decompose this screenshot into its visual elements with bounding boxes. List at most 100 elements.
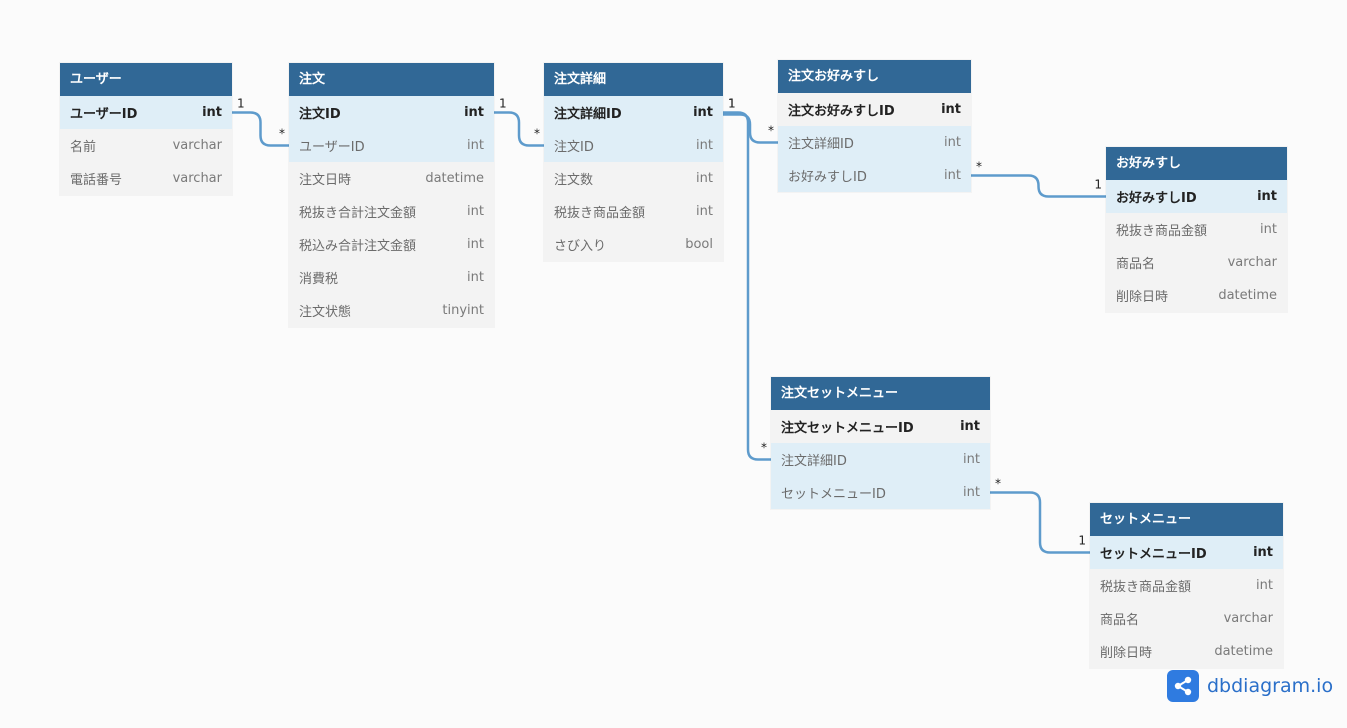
table-field[interactable]: 注文ID int — [544, 129, 723, 162]
field-name: ユーザーID — [299, 140, 365, 155]
field-name: お好みすしID — [788, 170, 867, 185]
field-type: int — [202, 105, 222, 120]
field-name: 注文数 — [554, 173, 594, 188]
field-type: int — [467, 204, 484, 219]
table-field[interactable]: さび入り bool — [544, 228, 723, 261]
table-field[interactable]: 名前 varchar — [60, 129, 232, 162]
table-header[interactable]: 注文詳細 — [544, 63, 723, 96]
relationship-line[interactable] — [232, 111, 289, 147]
field-type: bool — [685, 237, 713, 252]
table-okonomi[interactable]: お好みすしお好みすしID int 税抜き商品金額 int 商品名 varchar 削除日時 d… — [1106, 147, 1287, 312]
field-name: 注文お好みすしID — [788, 104, 895, 119]
table-field[interactable]: 削除日時 datetime — [1090, 635, 1283, 668]
field-name: 注文ID — [554, 140, 594, 155]
field-name: ユーザーID — [70, 107, 138, 122]
table-header[interactable]: セットメニュー — [1090, 503, 1283, 536]
table-field[interactable]: 注文詳細ID int — [544, 96, 723, 129]
table-field[interactable]: 削除日時 datetime — [1106, 279, 1287, 312]
field-name: 税抜き商品金額 — [554, 206, 646, 221]
table-header[interactable]: 注文セットメニュー — [771, 377, 990, 410]
field-name: 削除日時 — [1116, 290, 1169, 305]
table-field[interactable]: 注文数 int — [544, 162, 723, 195]
relationship-line[interactable] — [723, 113, 778, 144]
field-type: varchar — [1227, 255, 1277, 270]
field-type: varchar — [1223, 611, 1273, 626]
table-field[interactable]: ユーザーID int — [289, 129, 494, 162]
table-field[interactable]: 注文状態 tinyint — [289, 294, 494, 327]
field-type: datetime — [425, 171, 484, 186]
field-name: さび入り — [554, 239, 607, 254]
table-field[interactable]: 税抜き合計注文金額 int — [289, 195, 494, 228]
field-name: 削除日時 — [1100, 646, 1153, 661]
field-name: 税抜き合計注文金額 — [299, 206, 417, 221]
field-name: 注文詳細ID — [554, 107, 622, 122]
field-name: 注文詳細ID — [781, 454, 847, 469]
table-field[interactable]: 商品名 varchar — [1106, 246, 1287, 279]
table-order_details[interactable]: 注文詳細注文詳細ID int 注文ID int 注文数 int 税抜き商品金額 int さび入り… — [544, 63, 723, 261]
field-type: int — [467, 237, 484, 252]
field-name: 名前 — [70, 140, 97, 155]
field-name: 商品名 — [1116, 257, 1156, 272]
field-name: 注文ID — [299, 107, 341, 122]
cardinality-label: 1 — [728, 97, 736, 111]
cardinality-label: 1 — [1078, 534, 1086, 548]
cardinality-label: * — [279, 127, 285, 141]
field-type: int — [1260, 222, 1277, 237]
field-name: お好みすしID — [1116, 191, 1197, 206]
table-field[interactable]: 税抜き商品金額 int — [1106, 213, 1287, 246]
field-type: int — [696, 204, 713, 219]
field-name: 税込み合計注文金額 — [299, 239, 417, 254]
dbdiagram-logo[interactable]: dbdiagram.io — [1167, 669, 1333, 703]
table-field[interactable]: お好みすしID int — [1106, 180, 1287, 213]
relationship-line[interactable] — [971, 174, 1106, 198]
field-type: int — [1253, 545, 1273, 560]
cardinality-label: * — [761, 441, 767, 455]
field-type: datetime — [1218, 288, 1277, 303]
table-field[interactable]: 税抜き商品金額 int — [544, 195, 723, 228]
field-name: 税抜き商品金額 — [1116, 224, 1208, 239]
field-type: tinyint — [442, 303, 484, 318]
table-header[interactable]: お好みすし — [1106, 147, 1287, 180]
field-type: int — [696, 138, 713, 153]
table-header[interactable]: 注文お好みすし — [778, 60, 971, 93]
table-header[interactable]: ユーザー — [60, 63, 232, 96]
table-field[interactable]: ユーザーID int — [60, 96, 232, 129]
field-name: 注文状態 — [299, 305, 352, 320]
field-type: int — [693, 105, 713, 120]
field-type: int — [1257, 189, 1277, 204]
table-header[interactable]: 注文 — [289, 63, 494, 96]
field-name: 商品名 — [1100, 613, 1140, 628]
relationship-line[interactable] — [494, 111, 544, 147]
relationship-line[interactable] — [723, 111, 771, 461]
field-type: int — [467, 138, 484, 153]
field-type: int — [467, 270, 484, 285]
field-name: セットメニューID — [781, 487, 886, 502]
cardinality-label: 1 — [237, 97, 245, 111]
relationship-line[interactable] — [990, 491, 1090, 554]
share-icon — [1167, 670, 1199, 702]
field-type: int — [696, 171, 713, 186]
field-type: datetime — [1214, 644, 1273, 659]
field-type: int — [1256, 578, 1273, 593]
table-field[interactable]: 商品名 varchar — [1090, 602, 1283, 635]
field-type: int — [960, 419, 980, 434]
table-field[interactable]: 税込み合計注文金額 int — [289, 228, 494, 261]
field-type: varchar — [172, 138, 222, 153]
